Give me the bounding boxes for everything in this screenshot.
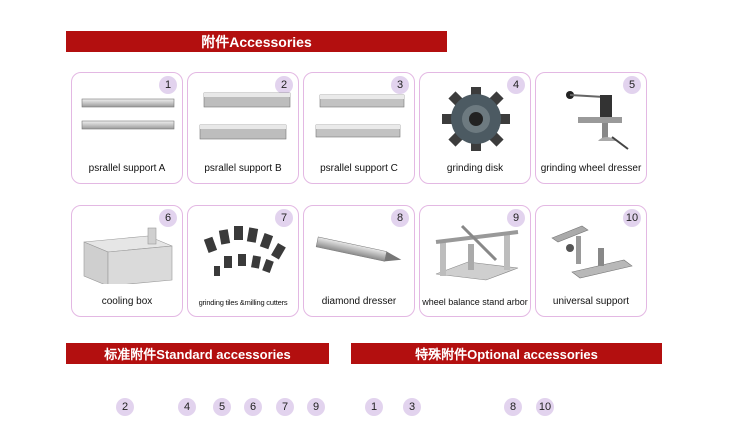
item-number-badge: 4 xyxy=(507,76,525,94)
item-number-badge: 7 xyxy=(275,209,293,227)
standard-item-number: 5 xyxy=(213,398,231,416)
optional-accessories-banner: 特殊附件Optional accessories xyxy=(351,343,662,364)
parallel-bars-icon xyxy=(199,92,291,140)
accessory-card-4: 4 grinding disk xyxy=(419,72,531,184)
item-number-badge: 9 xyxy=(507,209,525,227)
standard-item-number: 2 xyxy=(116,398,134,416)
parallel-bars-icon xyxy=(315,94,405,138)
accessory-card-5: 5 grinding wheel dresser xyxy=(535,72,647,184)
accessory-label: grinding disk xyxy=(446,163,504,174)
accessory-label: wheel balance stand arbor xyxy=(422,297,528,307)
item-number-badge: 3 xyxy=(391,76,409,94)
item-number-badge: 8 xyxy=(391,209,409,227)
cooling-box-icon xyxy=(83,227,173,284)
accessory-card-10: 10 universal support xyxy=(535,205,647,317)
item-number-badge: 5 xyxy=(623,76,641,94)
diamond-dresser-icon xyxy=(315,236,402,262)
parallel-bars-icon xyxy=(81,98,175,130)
universal-support-icon xyxy=(551,225,633,279)
accessory-card-9: 9 wheel balance stand arbor xyxy=(419,205,531,317)
optional-item-number: 8 xyxy=(504,398,522,416)
accessory-card-6: 6 cooling box xyxy=(71,205,183,317)
standard-accessories-title: 标准附件Standard accessories xyxy=(104,347,291,362)
accessories-title: 附件Accessories xyxy=(201,33,312,50)
wheel-dresser-icon xyxy=(566,91,629,150)
accessory-card-7: 7 grinding tiles &milling cutters xyxy=(187,205,299,317)
accessory-label: universal support xyxy=(552,296,630,307)
accessory-card-8: 8 diamond dresser xyxy=(303,205,415,317)
accessory-card-1: 1 psrallel support A xyxy=(71,72,183,184)
optional-item-number: 10 xyxy=(536,398,554,416)
grinding-disk-icon xyxy=(442,87,510,151)
item-number-badge: 2 xyxy=(275,76,293,94)
accessories-banner: 附件Accessories xyxy=(66,31,447,52)
accessory-card-2: 2 psrallel support B xyxy=(187,72,299,184)
optional-item-number: 3 xyxy=(403,398,421,416)
standard-item-number: 6 xyxy=(244,398,262,416)
standard-item-number: 7 xyxy=(276,398,294,416)
accessory-label: diamond dresser xyxy=(321,296,397,307)
balance-stand-icon xyxy=(435,224,519,281)
optional-accessories-title: 特殊附件Optional accessories xyxy=(415,347,598,362)
accessory-label: grinding wheel dresser xyxy=(540,163,642,174)
standard-accessories-banner: 标准附件Standard accessories xyxy=(66,343,329,364)
standard-item-number: 4 xyxy=(178,398,196,416)
accessory-label: grinding tiles &milling cutters xyxy=(198,298,288,307)
item-number-badge: 10 xyxy=(623,209,641,227)
accessory-card-3: 3 psrallel support C xyxy=(303,72,415,184)
accessory-label: cooling box xyxy=(101,296,153,307)
item-number-badge: 1 xyxy=(159,76,177,94)
accessory-label: psrallel support A xyxy=(88,163,166,174)
item-number-badge: 6 xyxy=(159,209,177,227)
accessory-label: psrallel support C xyxy=(320,163,398,174)
accessory-label: psrallel support B xyxy=(204,163,282,174)
standard-item-number: 9 xyxy=(307,398,325,416)
grinding-tiles-icon xyxy=(203,226,286,276)
optional-item-number: 1 xyxy=(365,398,383,416)
